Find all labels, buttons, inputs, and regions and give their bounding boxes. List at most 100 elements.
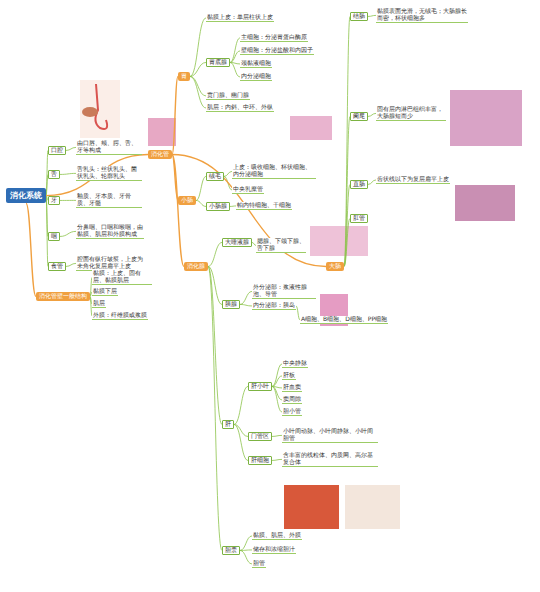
- topic-text: 内分泌部：胰岛: [253, 302, 295, 309]
- branch-connector: [224, 171, 232, 176]
- branch-connector: [172, 154, 184, 266]
- liver-drawing: [82, 107, 98, 117]
- sub-topic: 咽: [48, 232, 60, 241]
- topic-text: 主细胞：分泌胃蛋白酶原: [241, 34, 307, 41]
- branch-topic: 小肠: [178, 196, 196, 205]
- note-topic: 胆管: [252, 560, 266, 568]
- topic-text: 黏膜：上皮、固有层、黏膜肌层: [93, 270, 151, 284]
- sub-topic: 绒毛: [206, 172, 224, 181]
- topic-text: 颈黏液细胞: [241, 60, 271, 67]
- histology-image: [290, 116, 332, 140]
- note-topic: 由口唇、颊、腭、舌、牙等构成: [76, 140, 142, 155]
- note-topic: 黏膜、肌层、外膜: [252, 532, 302, 540]
- branch-connector: [344, 116, 350, 266]
- topic-text: 腮腺、下颌下腺、舌下腺: [257, 238, 305, 252]
- branch-connector: [172, 154, 326, 266]
- branch-topic: 消化管: [148, 150, 172, 159]
- sub-topic: 肝细胞: [248, 456, 272, 465]
- sub-topic: 胆囊: [222, 546, 240, 555]
- topic-text: 肝板: [283, 372, 295, 379]
- note-topic: 上皮：吸收细胞、杯状细胞、内分泌细胞: [232, 164, 316, 179]
- topic-text: 大唾液腺: [225, 239, 249, 246]
- note-topic: 外分泌部：浆液性腺泡、导管: [252, 284, 316, 299]
- branch-connector: [344, 16, 350, 266]
- note-topic: 中央静脉: [282, 360, 308, 368]
- topic-text: 黏膜表面光滑，无绒毛；大肠腺长而密，杯状细胞多: [377, 8, 467, 22]
- topic-text: 釉质、牙本质、牙骨质、牙髓: [77, 193, 141, 207]
- sub-topic: 口腔: [48, 146, 66, 155]
- branch-connector: [196, 176, 206, 200]
- branch-connector: [368, 15, 376, 16]
- branch-connector: [234, 424, 248, 460]
- sub-topic: 门管区: [248, 432, 272, 441]
- topic-text: 消化管壁一般结构: [39, 293, 87, 300]
- note-topic: 肝板: [282, 372, 296, 380]
- branch-connector: [190, 62, 206, 76]
- topic-text: 含丰富的线粒体、内质网、高尔基复合体: [283, 452, 377, 466]
- note-topic: 黏膜上皮：单层柱状上皮: [206, 14, 274, 22]
- topic-text: 大肠: [329, 263, 341, 270]
- note-topic: 壁细胞：分泌盐酸和内因子: [240, 47, 314, 55]
- note-topic: 内分泌细胞: [240, 73, 272, 81]
- topic-text: 结肠: [353, 13, 365, 20]
- branch-connector: [208, 266, 222, 550]
- topic-text: 阑尾: [353, 113, 365, 120]
- histology-image: [455, 185, 515, 221]
- topic-text: 胰腺: [225, 301, 237, 308]
- topic-text: 中央静脉: [283, 360, 307, 367]
- branch-topic: 大肠: [326, 262, 344, 271]
- branch-connector: [368, 180, 376, 185]
- topic-text: 舌: [51, 171, 57, 178]
- branch-connector: [60, 173, 76, 174]
- histology-image: [310, 226, 368, 256]
- note-topic: 腮腺、下颌下腺、舌下腺: [256, 238, 306, 253]
- branch-connector: [66, 147, 76, 150]
- branch-connector: [240, 304, 252, 306]
- sub-topic: 直肠: [350, 180, 368, 189]
- branch-topic: 消化管壁一般结构: [36, 292, 90, 301]
- topic-text: 肌层: [93, 300, 105, 307]
- note-topic: 小叶间动脉、小叶间静脉、小叶间胆管: [282, 428, 378, 443]
- note-topic: 舌乳头：丝状乳头、菌状乳头、轮廓乳头: [76, 166, 142, 181]
- note-topic: 窦周隙: [282, 396, 302, 404]
- branch-connector: [368, 113, 376, 116]
- branch-connector: [196, 200, 206, 206]
- branch-connector: [172, 76, 178, 154]
- branch-connector: [190, 76, 206, 108]
- sub-topic: 阑尾: [350, 112, 368, 121]
- topic-text: 门管区: [251, 433, 269, 440]
- note-topic: 储存和浓缩胆汁: [252, 546, 296, 554]
- topic-text: 口腔: [51, 147, 63, 154]
- note-topic: 釉质、牙本质、牙骨质、牙髓: [76, 193, 142, 208]
- note-topic: 黏膜表面光滑，无绒毛；大肠腺长而密，杯状细胞多: [376, 8, 468, 23]
- note-topic: 固有层内淋巴组织丰富，大肠腺短而少: [376, 106, 446, 121]
- digestive-tract-drawing: [95, 84, 107, 129]
- branch-connector: [230, 62, 240, 77]
- topic-text: 窦周隙: [283, 396, 301, 403]
- note-topic: A细胞、B细胞、D细胞、PP细胞: [300, 316, 388, 324]
- note-topic: 肌层：内斜、中环、外纵: [206, 104, 274, 112]
- note-topic: 贲门腺、幽门腺: [206, 92, 250, 100]
- topic-text: 胆囊: [225, 547, 237, 554]
- liver-histology-image: [345, 485, 400, 529]
- note-topic: 外膜：纤维膜或浆膜: [92, 312, 148, 320]
- note-topic: 齿状线以下为复层扁平上皮: [376, 176, 450, 184]
- anatomy-illustration: [80, 80, 120, 138]
- topic-text: 食管: [51, 263, 63, 270]
- topic-text: A细胞、B细胞、D细胞、PP细胞: [301, 316, 387, 323]
- branch-connector: [60, 200, 76, 201]
- sub-topic: 肝小叶: [248, 382, 272, 391]
- topic-text: 固有层内淋巴组织丰富，大肠腺短而少: [377, 106, 445, 120]
- topic-text: 贲门腺、幽门腺: [207, 92, 249, 99]
- topic-text: 腔面有纵行皱襞，上皮为未角化复层扁平上皮: [77, 256, 143, 270]
- branch-connector: [272, 459, 282, 460]
- histology-image: [450, 90, 522, 146]
- branch-connector: [230, 51, 240, 63]
- topic-text: 消化系统: [10, 191, 42, 200]
- branch-connector: [272, 376, 282, 387]
- sub-topic: 胃底腺: [206, 58, 230, 67]
- sub-topic: 结肠: [350, 12, 368, 21]
- topic-text: 胃底腺: [209, 59, 227, 66]
- topic-text: 齿状线以下为复层扁平上皮: [377, 176, 449, 183]
